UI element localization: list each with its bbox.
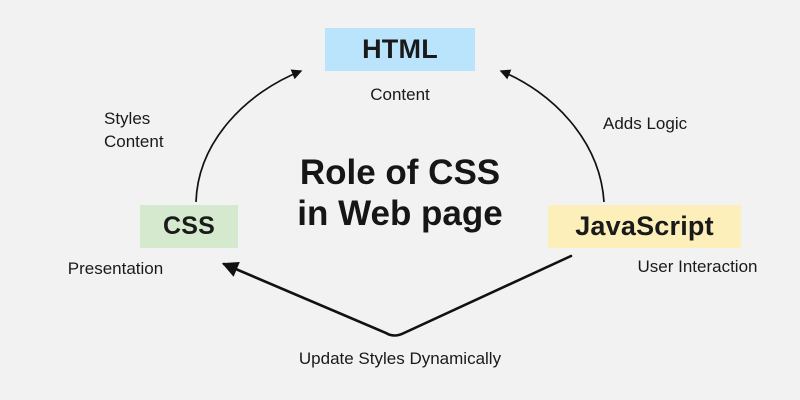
node-javascript[interactable]: JavaScript — [548, 205, 741, 248]
node-html[interactable]: HTML — [325, 28, 475, 71]
edge-label-update-styles-dynamically: Update Styles Dynamically — [298, 349, 502, 368]
edge-js-to-html — [499, 69, 605, 203]
caption-html-content: Content — [370, 85, 430, 104]
edge-css-to-html — [195, 69, 303, 203]
edge-label-adds-logic: Adds Logic — [603, 114, 688, 133]
edge-label-styles-content: Styles Content — [104, 109, 164, 151]
edge-js-to-css — [221, 254, 573, 337]
diagram-title: Role of CSS in Web page — [297, 153, 503, 234]
caption-javascript-user-interaction: User Interaction — [637, 257, 758, 276]
caption-css-presentation: Presentation — [67, 259, 164, 278]
node-css[interactable]: CSS — [140, 205, 238, 248]
